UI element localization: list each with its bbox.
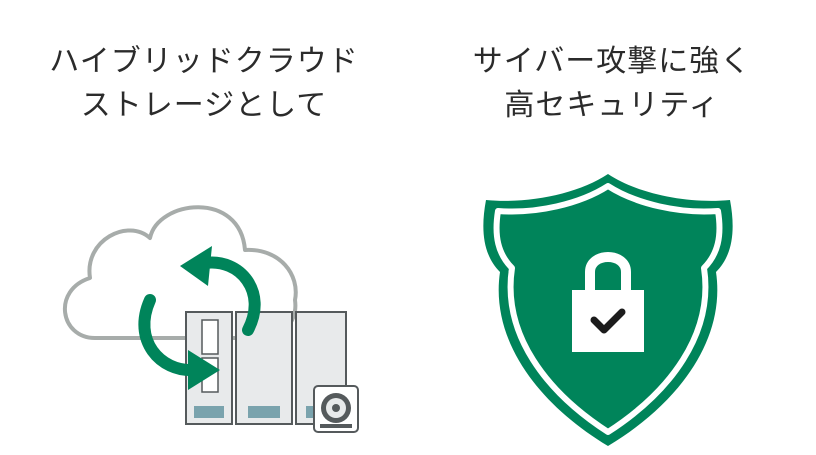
feature-caption: サイバー攻撃に強く 高セキュリティ	[408, 40, 816, 128]
caption-line-2: 高セキュリティ	[504, 88, 720, 123]
nas-unit	[235, 311, 293, 425]
feature-hybrid-cloud: ハイブリッドクラウド ストレージとして	[0, 40, 408, 433]
cloud-nas-sync-icon	[63, 205, 359, 433]
check-icon	[590, 308, 626, 334]
shield-lock-check-icon	[483, 174, 733, 446]
feature-cyber-security: サイバー攻撃に強く 高セキュリティ	[408, 0, 816, 455]
feature-caption: ハイブリッドクラウド ストレージとして	[0, 40, 408, 128]
caption-line-2: ストレージとして	[80, 88, 328, 123]
caption-line-1: ハイブリッドクラウド	[49, 44, 359, 79]
sync-arrows-icon	[138, 246, 261, 390]
caption-line-1: サイバー攻撃に強く	[472, 44, 752, 79]
lock-icon	[572, 252, 644, 352]
cloud-icon	[63, 205, 298, 340]
disk-drive-icon	[313, 385, 359, 433]
